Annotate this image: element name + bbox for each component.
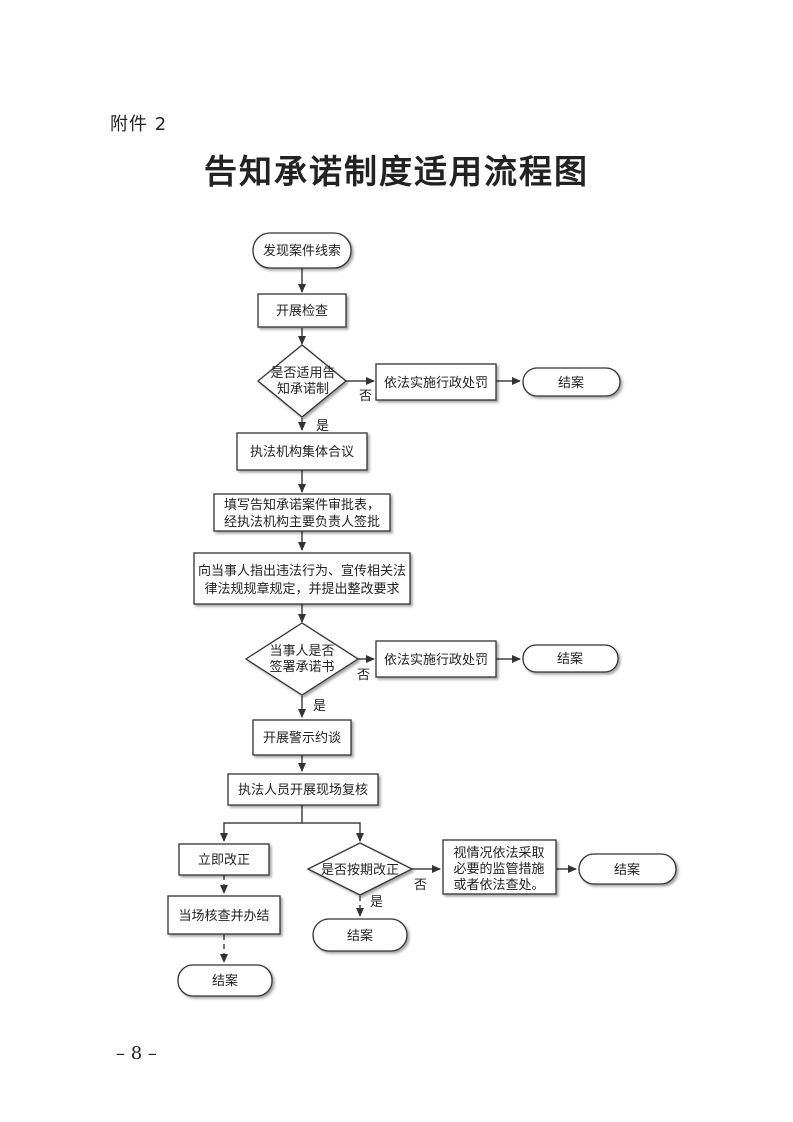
notify-line1: 向当事人指出违法行为、宣传相关法 xyxy=(198,563,406,579)
measures-line3: 或者依法查处。 xyxy=(453,878,544,893)
connectors xyxy=(220,268,577,963)
approval-line1: 填写告知承诺案件审批表， xyxy=(224,497,380,513)
yes-label-3: 是 xyxy=(370,895,383,910)
no-label-3: 否 xyxy=(414,878,427,893)
notify-line2: 律法规规章规定，并提出整改要求 xyxy=(204,581,399,597)
yes-label-2: 是 xyxy=(313,699,326,714)
end-left-label: 结案 xyxy=(212,974,238,989)
no-label-2: 否 xyxy=(357,668,370,683)
decision-on-time-fix xyxy=(306,842,414,896)
approval-node xyxy=(213,493,391,532)
end-node-right xyxy=(578,853,677,885)
measures-line1: 视情况依法采取 xyxy=(453,846,544,861)
inspect-label: 开展检查 xyxy=(276,304,328,319)
attachment-label: 附件 2 xyxy=(110,114,168,135)
end1-label: 结案 xyxy=(558,376,584,391)
approval-line2: 经执法机构主要负责人签批 xyxy=(224,514,380,530)
decision3-label: 是否按期改正 xyxy=(321,863,399,878)
page-title: 告知承诺制度适用流程图 xyxy=(204,152,589,191)
page-number: – 8 – xyxy=(116,1043,157,1064)
end-node-left xyxy=(177,964,273,997)
measures-line2: 必要的监管措施 xyxy=(453,861,544,877)
immediate-fix-node xyxy=(178,843,270,876)
no-label-1: 否 xyxy=(359,389,372,404)
decision-apply-commitment xyxy=(256,344,348,418)
start-label: 发现案件线索 xyxy=(263,243,341,259)
yes-label-1: 是 xyxy=(316,419,329,434)
penalty1-label: 依法实施行政处罚 xyxy=(384,376,488,391)
inspect-node xyxy=(257,293,347,328)
notify-node xyxy=(193,552,411,605)
end-right-label: 结案 xyxy=(614,863,640,878)
penalty2-label: 依法实施行政处罚 xyxy=(384,653,488,668)
collective-node xyxy=(236,432,368,471)
measures-node xyxy=(442,839,557,895)
decision-sign-commitment xyxy=(244,622,360,696)
end2-label: 结案 xyxy=(557,652,583,667)
end-node-mid xyxy=(312,918,408,952)
decision2-line2: 签署承诺书 xyxy=(269,659,334,675)
onsite-close-node xyxy=(167,895,281,935)
review-label: 执法人员开展现场复核 xyxy=(238,783,368,798)
decision1-line1: 是否适用告 xyxy=(270,366,335,381)
onsite-close-label: 当场核查并办结 xyxy=(178,909,269,924)
start-node xyxy=(252,232,352,269)
decision1-line2: 知承诺制 xyxy=(277,381,329,397)
collective-label: 执法机构集体合议 xyxy=(250,444,354,460)
end-mid-label: 结案 xyxy=(347,929,373,944)
penalty-node-1 xyxy=(375,363,497,401)
end-node-1 xyxy=(522,367,621,397)
review-node xyxy=(227,773,379,806)
immediate-fix-label: 立即改正 xyxy=(198,853,250,868)
warning-talk-node xyxy=(252,719,352,756)
decision2-line1: 当事人是否 xyxy=(269,644,334,659)
end-node-2 xyxy=(522,644,619,673)
penalty-node-2 xyxy=(375,640,497,678)
warning-talk-label: 开展警示约谈 xyxy=(263,730,341,746)
